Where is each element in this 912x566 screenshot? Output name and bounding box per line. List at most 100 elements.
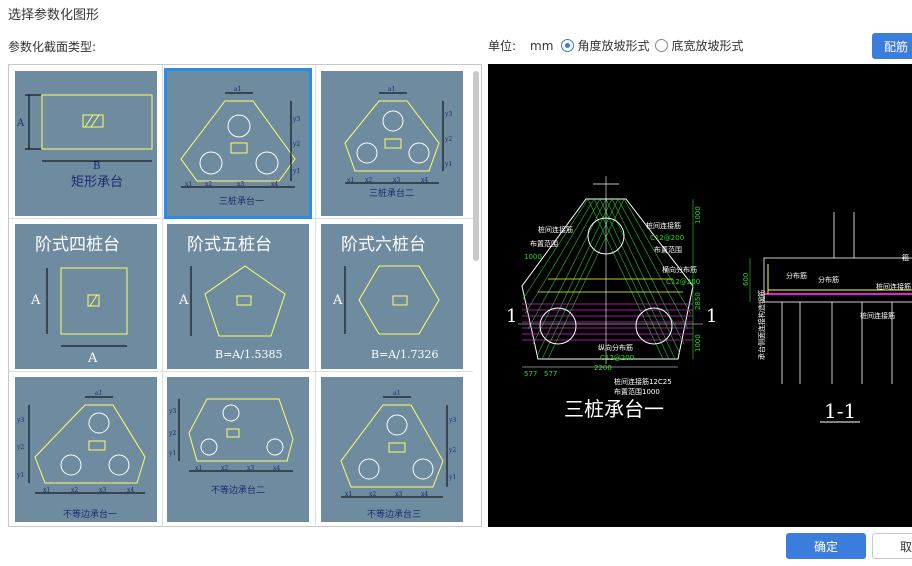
- tile-dim: x1: [195, 465, 202, 472]
- tile-rect-dim-b: B: [93, 161, 100, 172]
- tile-caption: 阶式四桩台: [35, 235, 120, 255]
- tile-dim: x4: [421, 491, 428, 498]
- tile-unequal-cap-2[interactable]: y3 y2 y1 x1 x2 x3 x4 不等边承台二: [167, 377, 309, 522]
- ok-button[interactable]: 确定: [786, 533, 866, 559]
- label-dim-1000a: 1000: [694, 206, 702, 224]
- radio-angle-slope-dot[interactable]: [561, 39, 575, 52]
- tile-dim: x2: [369, 491, 376, 498]
- tile-dim: A: [332, 293, 343, 308]
- label-horiz-dist: 横向分布筋: [662, 265, 697, 274]
- rebar-button[interactable]: 配筋: [872, 33, 912, 59]
- tile-caption: 不等边承台三: [367, 508, 421, 520]
- label-horiz-dist-spec: C12@200: [666, 278, 700, 286]
- tile-dim: y1: [16, 472, 24, 479]
- tile-dim: A: [178, 293, 189, 308]
- tile-dim: x3: [99, 487, 106, 494]
- tile-dim: a1: [95, 390, 102, 397]
- tile-dim: A: [30, 293, 41, 308]
- tile-dim: y2: [448, 447, 456, 454]
- tile-dim: y2: [444, 136, 452, 143]
- label-dim-2200: 2200: [594, 364, 612, 372]
- grid-divider: [162, 65, 163, 526]
- unit-row: 单位: mm 角度放坡形式 底宽放坡形式: [488, 37, 749, 54]
- sec-label-dist1: 分布筋: [786, 271, 807, 280]
- radio-width-slope[interactable]: 底宽放坡形式: [655, 37, 743, 54]
- label-dim-577b: 577: [544, 370, 557, 378]
- radio-angle-slope[interactable]: 角度放坡形式: [561, 37, 649, 54]
- tile-step-six-pile[interactable]: 阶式六桩台 A B=A/1.7326: [321, 224, 463, 369]
- tile-caption: 阶式六桩台: [341, 235, 426, 255]
- tile-dim: x1: [185, 181, 192, 188]
- tile-dim: x3: [395, 491, 402, 498]
- tile-dim: x1: [345, 491, 352, 498]
- sec-label-dim: 600: [742, 273, 750, 286]
- label-dim-1000b: 1000: [694, 334, 702, 352]
- tile-dim: x2: [71, 487, 78, 494]
- grid-divider: [315, 65, 316, 526]
- grid-scrollbar[interactable]: [473, 71, 479, 261]
- label-long-dist-spec: C12@200: [600, 354, 634, 362]
- section-mark-right: 1: [706, 306, 717, 327]
- grid-divider: [9, 371, 473, 372]
- cancel-button[interactable]: 取: [872, 533, 912, 559]
- tile-caption: 矩形承台: [71, 175, 123, 190]
- tile-dim: x4: [421, 177, 428, 184]
- sec-label-dist2: 分布筋: [818, 275, 839, 284]
- tile-step-four-pile[interactable]: 阶式四桩台 A A: [15, 224, 157, 369]
- tile-dim: y3: [168, 408, 176, 415]
- label-conn-right: 桩间连接筋: [646, 221, 681, 230]
- tile-formula: B=A/1.7326: [371, 348, 438, 361]
- tile-dim: x2: [205, 181, 212, 188]
- tile-dim: y3: [16, 417, 24, 424]
- radio-width-slope-label: 底宽放坡形式: [671, 39, 744, 53]
- tile-dim: x3: [393, 177, 400, 184]
- tile-dim: y2: [16, 444, 24, 451]
- tile-dim: y1: [292, 168, 300, 175]
- tile-dim: y2: [168, 430, 176, 437]
- tile-dim: y3: [448, 417, 456, 424]
- tile-unequal-cap-1[interactable]: a1 y3 y2 y1 x1 x2 x3 x4 不等边承台一: [15, 377, 157, 522]
- tile-caption: 三桩承台二: [369, 187, 414, 199]
- tile-dim: A: [87, 351, 98, 366]
- tile-rect-cap[interactable]: A B 矩形承台: [15, 71, 157, 216]
- radio-angle-slope-label: 角度放坡形式: [577, 39, 650, 53]
- unit-value: mm: [530, 38, 554, 53]
- tile-dim: y2: [292, 141, 300, 148]
- label-bottom-conn: 桩间连接筋12C25: [614, 377, 672, 386]
- tile-dim: x1: [347, 177, 354, 184]
- tile-dim: x2: [221, 465, 228, 472]
- sec-label-side: 承台侧面连接构造钢筋: [757, 290, 766, 360]
- tile-rect-dim-a: A: [16, 118, 25, 129]
- plan-title: 三桩承台一: [564, 397, 664, 421]
- sec-label-conn1: 桩间连接筋: [876, 282, 911, 291]
- grid-divider: [9, 218, 473, 219]
- tile-step-five-pile[interactable]: 阶式五桩台 A B=A/1.5385: [167, 224, 309, 369]
- label-dim-2850: 2850: [694, 292, 702, 310]
- unit-label: 单位:: [488, 39, 517, 53]
- sec-label-conn2: 桩间连接筋: [860, 311, 895, 320]
- tile-dim: x3: [247, 465, 254, 472]
- radio-width-slope-dot[interactable]: [655, 39, 669, 52]
- tile-three-pile-cap-2[interactable]: a1 y3 y2 y1 x1 x2 x3 x4 三桩承台二: [321, 71, 463, 216]
- tile-dim: x4: [271, 181, 278, 188]
- tile-formula: B=A/1.5385: [215, 348, 282, 361]
- section-title: 1-1: [824, 399, 856, 423]
- tile-dim: a1: [393, 390, 400, 397]
- tile-caption: 不等边承台一: [63, 508, 117, 520]
- tile-unequal-cap-3[interactable]: a1 y3 y2 y1 x1 x2 x3 x4 不等边承台三: [321, 377, 463, 522]
- section-type-label: 参数化截面类型:: [8, 40, 97, 54]
- tile-caption: 不等边承台二: [211, 484, 265, 496]
- label-bottom-range: 布置范围1000: [614, 387, 660, 396]
- label-long-dist: 纵向分布筋: [598, 343, 633, 352]
- label-conn-left: 桩间连接筋: [538, 225, 573, 234]
- section-type-grid: A B 矩形承台 a1 y3 y2 y1 x1 x2 x3 x4 三桩承台一: [8, 64, 482, 527]
- tile-dim: y1: [444, 161, 452, 168]
- sec-label-right: 箍: [902, 253, 909, 262]
- tile-dim: x1: [43, 487, 50, 494]
- tile-dim: y1: [168, 450, 176, 457]
- tile-dim: y3: [292, 116, 300, 123]
- tile-dim: x4: [127, 487, 134, 494]
- label-conn-right-spec: C12@200: [650, 234, 684, 242]
- tile-three-pile-cap-1[interactable]: a1 y3 y2 y1 x1 x2 x3 x4 三桩承台一: [164, 68, 312, 219]
- tile-dim: x4: [273, 465, 280, 472]
